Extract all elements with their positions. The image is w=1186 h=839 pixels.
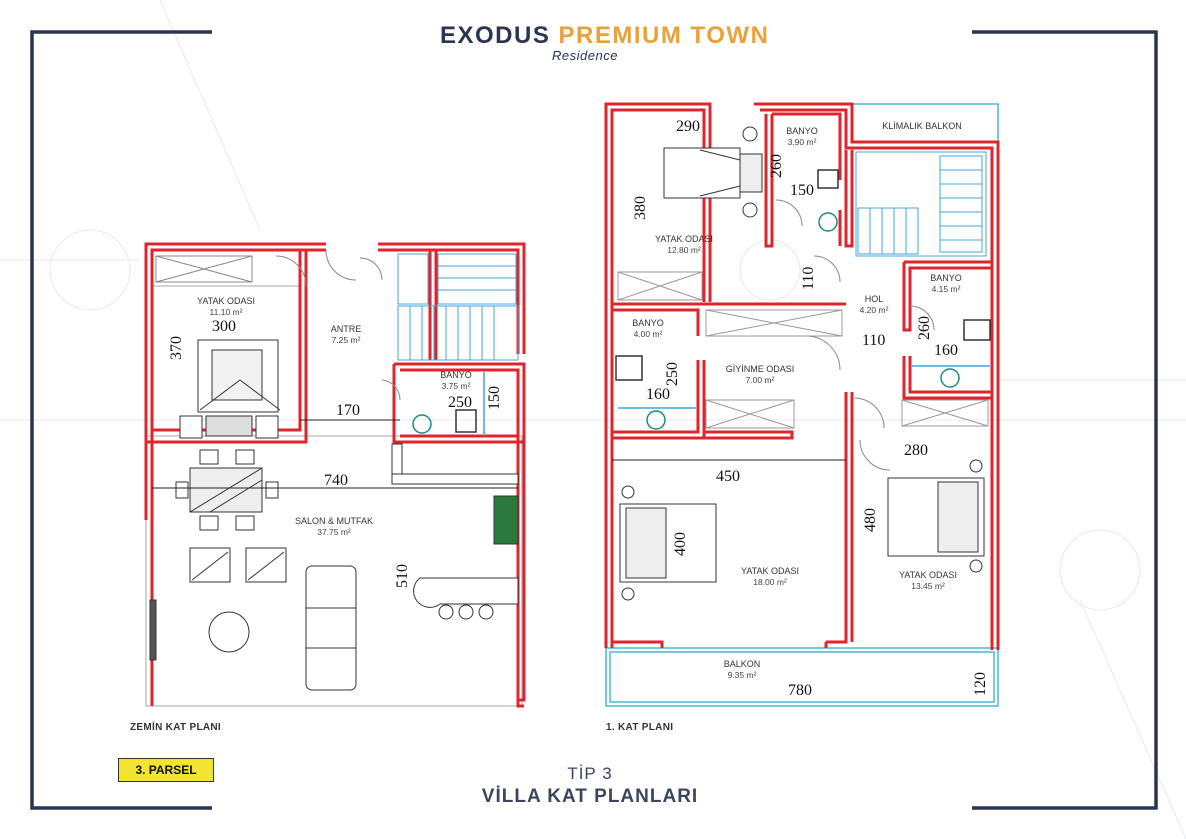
dimension-label: 380 [632,196,649,220]
dimension-label: 780 [788,682,812,699]
dimension-label: 300 [212,318,236,335]
dimension-label: 510 [394,564,411,588]
dimension-label: 110 [800,266,817,290]
brand-name-part2: PREMIUM TOWN [558,22,770,49]
ground-floor-caption: ZEMİN KAT PLANI [130,722,221,733]
room-label: KLİMALIK BALKON [882,121,962,131]
page-title: VİLLA KAT PLANLARI [481,786,699,807]
dimension-label: 400 [672,532,689,556]
first-floor-caption: 1. KAT PLANI [606,722,674,733]
dimension-label: 150 [790,182,814,199]
dimension-label: 170 [336,402,360,419]
dimension-label: 260 [768,154,785,178]
parcel-badge: 3. PARSEL [118,758,214,782]
dimension-label: 290 [676,118,700,135]
dimension-label: 250 [448,394,472,411]
brand-logo: EXODUS PREMIUM TOWN [440,22,769,50]
brand-subtitle: Residence [552,48,618,63]
dimension-label: 150 [486,386,503,410]
page-frame [30,30,1158,810]
dimension-label: 160 [646,386,670,403]
dimension-label: 370 [168,336,185,360]
dimension-label: 260 [916,316,933,340]
plan-type: TİP 3 [567,764,613,783]
brand-name-part1: EXODUS [440,22,551,49]
dimension-label: 120 [972,672,989,696]
first-floor-plan [604,102,1000,707]
dimension-label: 740 [324,472,348,489]
dimension-label: 160 [934,342,958,359]
dimension-label: 280 [904,442,928,459]
dimension-label: 110 [862,332,886,349]
dimension-label: 480 [862,508,879,532]
dimension-label: 250 [664,362,681,386]
ground-floor-plan [144,242,526,708]
dimension-label: 450 [716,468,740,485]
